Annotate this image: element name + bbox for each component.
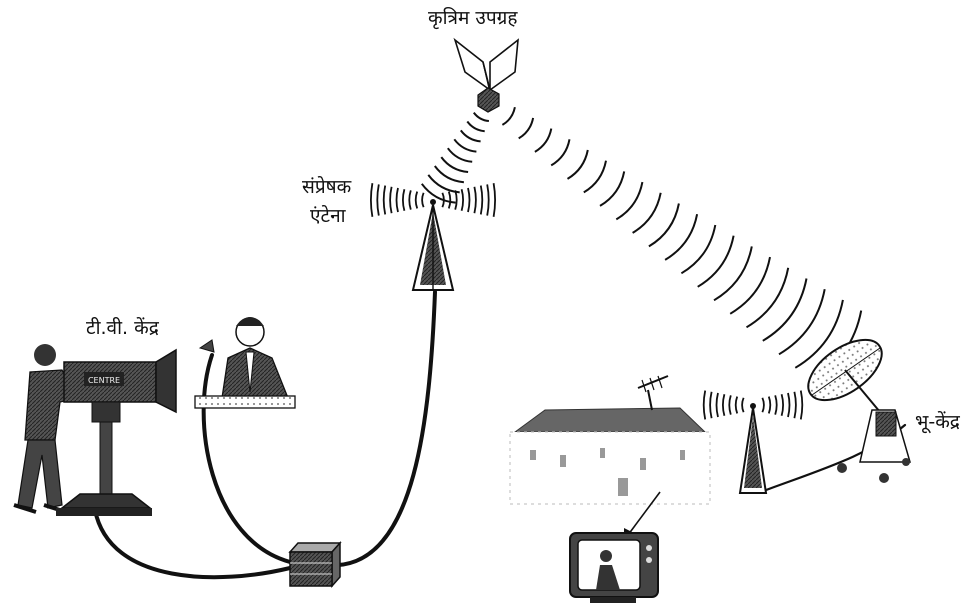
transmitter-arc <box>376 184 380 216</box>
transmitter-tower <box>411 199 455 291</box>
uplink-wave-arc <box>446 147 473 163</box>
downlink-wave-arc <box>632 192 662 234</box>
downlink-wave-arc <box>664 214 699 261</box>
television-set <box>569 532 659 603</box>
transmitter-arc <box>414 191 419 209</box>
downlink-wave-arc <box>697 235 735 288</box>
cable-from-microphone <box>201 353 292 564</box>
uplink-wave-arc <box>427 174 460 194</box>
transmitter-arc <box>370 183 374 217</box>
downlink-wave-arc <box>583 160 607 194</box>
relay-arc <box>799 390 804 420</box>
cables <box>93 290 907 580</box>
downlink-wave-arc <box>566 149 589 180</box>
transmitter-arc <box>492 183 496 217</box>
downlink-wave-arc <box>501 106 516 126</box>
transmitter-arc <box>408 190 412 210</box>
control-box <box>288 541 342 588</box>
relay-arc <box>709 391 713 419</box>
relay-arc <box>780 393 784 417</box>
downlink-wave-arc <box>599 171 626 207</box>
downlink-wave-arc <box>729 256 771 315</box>
downlink-wave-arc <box>518 117 535 140</box>
transmitter-label-line1: संप्रेषक <box>302 175 352 198</box>
satellite-body <box>477 87 500 113</box>
uplink-wave-arc <box>433 165 464 184</box>
downlink-signal-waves <box>501 106 863 383</box>
downlink-wave-arc <box>762 278 808 342</box>
downlink-wave-arc <box>778 289 826 356</box>
news-desk <box>194 395 296 409</box>
downlink-wave-arc <box>713 246 753 302</box>
relay-arc <box>702 390 707 420</box>
uplink-wave-arc <box>466 120 485 133</box>
downlink-wave-arc <box>534 128 553 153</box>
downlink-wave-arc <box>794 299 844 369</box>
uplink-wave-arc <box>459 129 481 143</box>
downlink-wave-arc <box>745 267 790 329</box>
ground-station-dish <box>807 338 911 483</box>
downlink-wave-arc <box>615 181 644 221</box>
camera-badge-text: CENTRE <box>88 376 120 385</box>
house <box>509 375 711 505</box>
transmitter-arc <box>454 190 458 210</box>
transmitter-arc <box>402 188 406 212</box>
downlink-wave-arc <box>550 139 571 167</box>
uplink-wave-arc <box>440 156 469 173</box>
tv-centre-label: टी.वी. केंद्र <box>86 316 160 339</box>
relay-arc <box>741 397 745 413</box>
transmitter-arc <box>486 184 490 216</box>
transmitter-arc <box>460 188 464 212</box>
microphone <box>198 339 215 353</box>
uplink-signal-waves <box>420 111 490 204</box>
satellite <box>453 37 519 113</box>
relay-arc <box>774 395 778 415</box>
tv-camera: CENTRE <box>56 348 177 516</box>
transmitter-arc <box>467 187 471 213</box>
transmitter-arc <box>389 186 393 214</box>
satellite-label: कृत्रिम उपग्रह <box>428 6 518 30</box>
rooftop-antenna <box>647 389 653 411</box>
satellite-left-panel <box>453 37 492 92</box>
relay-tower <box>738 403 768 494</box>
relay-arc <box>715 392 719 418</box>
transmitter-arc <box>473 186 477 214</box>
news-presenter <box>194 317 296 409</box>
transmitter-label-line2: एंटेना <box>310 204 347 227</box>
relay-arc <box>734 396 739 414</box>
relay-tower-broadcast-arcs <box>702 390 804 420</box>
relay-arc <box>793 391 797 419</box>
downlink-wave-arc <box>680 224 717 275</box>
transmitter-arc <box>382 185 387 215</box>
transmitter-arc <box>447 191 452 209</box>
cable-to-tower <box>336 290 437 567</box>
transmitter-broadcast-arcs <box>370 183 496 217</box>
uplink-wave-arc <box>472 111 490 122</box>
satellite-right-panel <box>489 38 519 92</box>
transmitter-arc <box>479 185 484 215</box>
downlink-wave-arc <box>648 203 680 248</box>
uplink-wave-arc <box>453 138 477 153</box>
relay-arc <box>767 396 772 414</box>
ground-station-label: भू-केंद्र <box>915 410 961 434</box>
cable-from-camera <box>93 508 292 580</box>
transmitter-arc <box>421 192 425 208</box>
relay-arc <box>722 393 726 417</box>
relay-arc <box>728 395 732 415</box>
uplink-wave-arc <box>420 183 456 204</box>
transmitter-arc <box>395 187 399 213</box>
relay-arc <box>761 397 765 413</box>
transmitter-arc <box>441 192 445 208</box>
relay-arc <box>787 392 791 418</box>
